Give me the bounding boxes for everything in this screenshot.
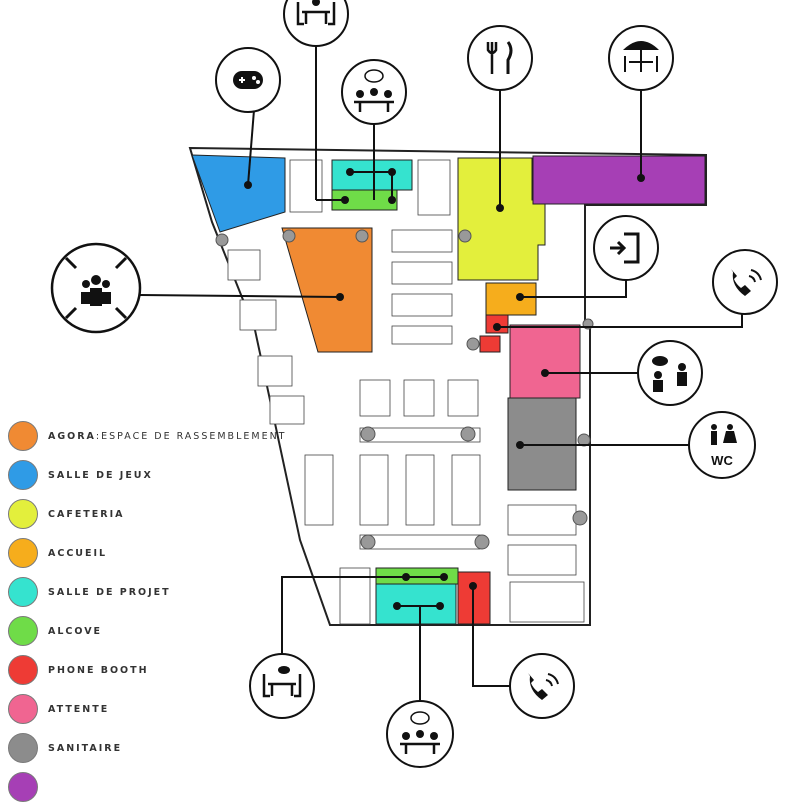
legend-item-jeux: SALLE DE JEUX	[8, 459, 153, 491]
gathering-people-icon	[50, 242, 142, 334]
legend-label: SALLE DE PROJET	[48, 586, 171, 598]
legend-swatch-sanitaire	[8, 733, 38, 763]
legend-swatch-alcove	[8, 616, 38, 646]
zone-phone-booth-b	[479, 335, 501, 353]
legend-swatch-cafeteria	[8, 499, 38, 529]
legend-item-cafeteria: CAFETERIA	[8, 498, 124, 530]
entrance-icon	[593, 215, 659, 281]
legend-swatch-attente	[8, 694, 38, 724]
legend-label: ALCOVE	[48, 625, 103, 637]
legend-label: AGORA:ESPACE DE RASSEMBLEMENT	[48, 430, 287, 442]
legend-item-agora: AGORA:ESPACE DE RASSEMBLEMENT	[8, 420, 286, 452]
zone-agora	[281, 227, 373, 353]
legend-item-phone: PHONE BOOTH	[8, 654, 149, 686]
legend-item-accueil: ACCUEIL	[8, 537, 107, 569]
zone-attente	[509, 324, 581, 399]
legend-label: SANITAIRE	[48, 742, 123, 754]
legend-swatch-accueil	[8, 538, 38, 568]
wc-label: WC	[711, 453, 733, 468]
desk-group	[227, 159, 585, 625]
brainstorm-icon	[341, 59, 407, 125]
legend-item-projet: SALLE DE PROJET	[8, 576, 171, 608]
legend-sublabel: :ESPACE DE RASSEMBLEMENT	[95, 430, 287, 442]
zone-cafeteria	[457, 157, 546, 281]
legend-label: SALLE DE JEUX	[48, 469, 153, 481]
zone-accueil	[485, 282, 537, 316]
legend-item-sanitaire: SANITAIRE	[8, 732, 122, 764]
legend-swatch-agora	[8, 421, 38, 451]
legend-swatch-phone	[8, 655, 38, 685]
restroom-icon: WC	[688, 411, 756, 479]
legend-swatch-extra	[8, 772, 38, 802]
zone-terrasse	[532, 155, 706, 205]
meeting-table-icon	[283, 0, 349, 47]
legend-item-alcove: ALCOVE	[8, 615, 102, 647]
brainstorm-icon-bottom	[386, 700, 454, 768]
conversation-icon	[637, 340, 703, 406]
leader-dots	[244, 168, 645, 610]
phone-icon	[712, 249, 778, 315]
cutlery-icon	[467, 25, 533, 91]
legend-item-extra	[8, 771, 48, 803]
legend-label: PHONE BOOTH	[48, 664, 149, 676]
phone-icon-bottom	[509, 653, 575, 719]
floor-plan: WC	[50, 0, 778, 768]
zone-salle-de-jeux	[191, 154, 286, 233]
legend-item-attente: ATTENTE	[8, 693, 109, 725]
leader-lines	[139, 40, 743, 700]
legend-swatch-jeux	[8, 460, 38, 490]
legend-label: CAFETERIA	[48, 508, 125, 520]
legend-label: ACCUEIL	[48, 547, 108, 559]
legend-swatch-projet	[8, 577, 38, 607]
zone-salle-de-projet-top	[331, 159, 413, 191]
terrace-table-icon	[608, 25, 674, 91]
legend-label: ATTENTE	[48, 703, 110, 715]
gamepad-icon	[215, 47, 281, 113]
round-tables	[215, 229, 594, 550]
meeting-table-icon-bottom	[249, 653, 315, 719]
